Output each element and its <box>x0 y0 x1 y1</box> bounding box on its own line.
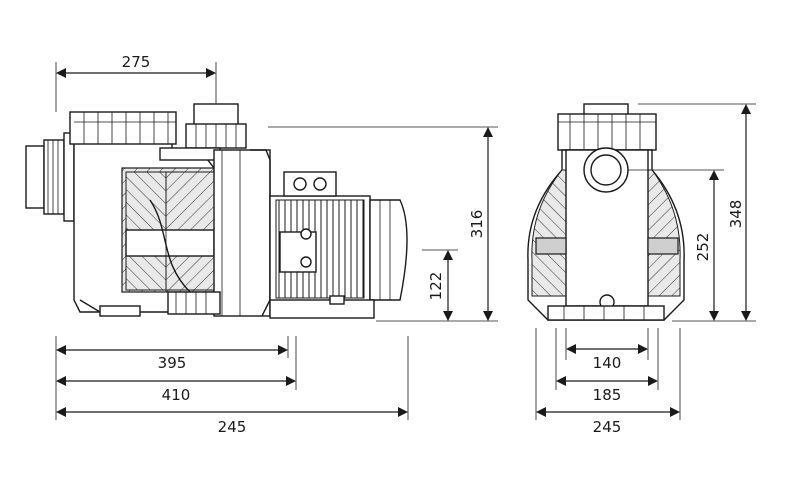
dim-140-label: 140 <box>593 354 622 372</box>
front-view-dimensions: 140 185 245 252 348 <box>535 103 756 436</box>
dim-395-label: 395 <box>158 354 187 372</box>
dim-348-label: 348 <box>727 200 745 229</box>
dim-185-label: 185 <box>593 386 622 404</box>
side-view <box>25 103 408 319</box>
side-view-dimensions: 275 395 410 245 316 122 <box>55 53 498 436</box>
dim-252-label: 252 <box>694 233 712 262</box>
dim-316-label: 316 <box>468 210 486 239</box>
front-body <box>527 147 685 321</box>
dim-122-label: 122 <box>427 272 445 301</box>
inlet-fitting <box>25 132 75 222</box>
dim-275-label: 275 <box>122 53 151 71</box>
dim-410-label: 410 <box>162 386 191 404</box>
front-lid <box>557 103 657 151</box>
dim-245-side-label: 245 <box>218 418 247 436</box>
front-view <box>527 103 685 321</box>
pump-internals-section <box>121 167 215 293</box>
pump-body <box>167 149 271 317</box>
motor <box>269 171 408 319</box>
dim-245-front-label: 245 <box>593 418 622 436</box>
